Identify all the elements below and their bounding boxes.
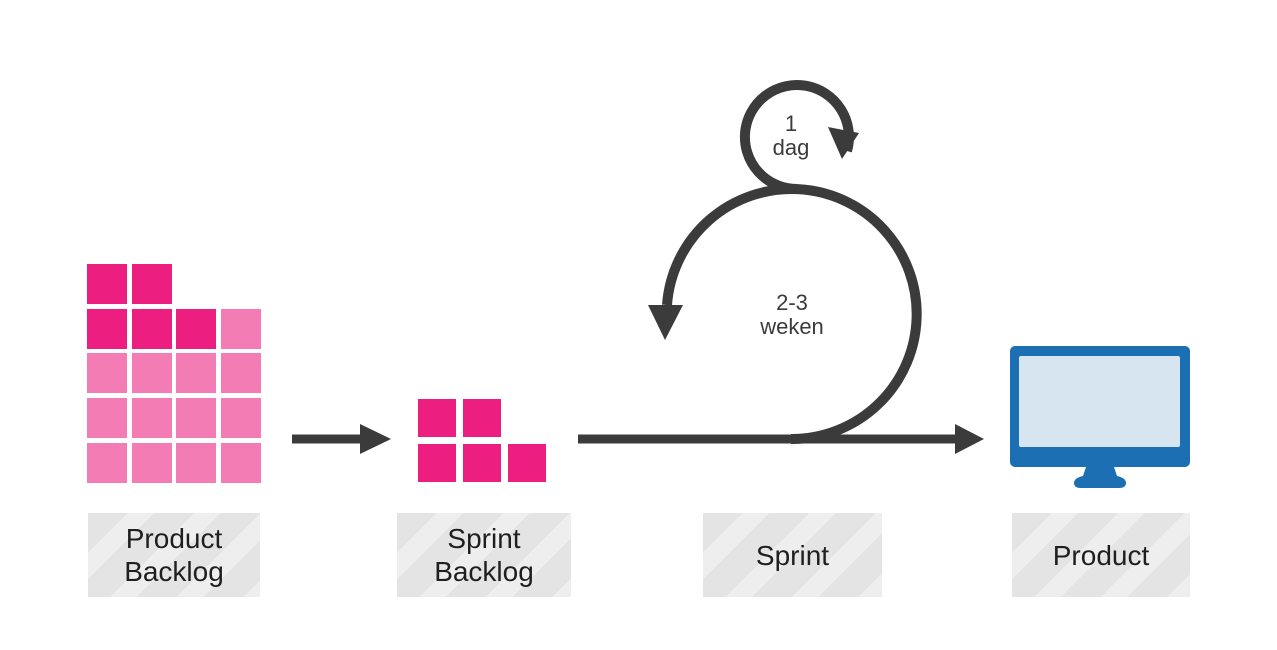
sprint-duration-label: 2-3 weken bbox=[760, 290, 824, 339]
backlog-item-square bbox=[176, 308, 217, 349]
sprint-flow-arrow-icon bbox=[578, 424, 984, 454]
backlog-item-square bbox=[87, 353, 127, 394]
flow-arrow-icon bbox=[292, 424, 391, 454]
backlog-item-square bbox=[131, 398, 172, 439]
backlog-item-square bbox=[131, 353, 172, 394]
backlog-item-square bbox=[221, 442, 262, 483]
stage-label-text: Product bbox=[1052, 539, 1150, 571]
backlog-item-square bbox=[87, 398, 127, 439]
backlog-item-square bbox=[221, 353, 262, 394]
stage-label-text: Sprint bbox=[755, 539, 830, 571]
backlog-item-square bbox=[131, 264, 172, 304]
backlog-item-square bbox=[221, 398, 262, 439]
backlog-item-square bbox=[463, 444, 501, 482]
backlog-item-square bbox=[221, 308, 262, 349]
daily-loop-icon bbox=[739, 80, 859, 194]
backlog-item-square bbox=[463, 399, 501, 437]
backlog-item-square bbox=[176, 353, 217, 394]
backlog-item-square bbox=[131, 442, 172, 483]
daily-scrum-duration-label: 1 dag bbox=[772, 111, 810, 160]
backlog-item-square bbox=[87, 264, 127, 304]
backlog-item-square bbox=[131, 308, 172, 349]
stage-label-sprint: Sprint bbox=[703, 513, 882, 597]
sprint-loop-icon bbox=[648, 184, 922, 445]
backlog-item-square bbox=[176, 398, 217, 439]
backlog-item-square bbox=[418, 444, 456, 482]
stage-label-text: Sprint Backlog bbox=[434, 523, 534, 587]
backlog-item-square bbox=[418, 399, 456, 437]
backlog-item-square bbox=[176, 442, 217, 483]
stage-label-text: Product Backlog bbox=[124, 523, 224, 587]
backlog-item-square bbox=[508, 444, 546, 482]
stage-label-product: Product bbox=[1012, 513, 1190, 597]
backlog-item-square bbox=[87, 442, 127, 483]
stage-label-product-backlog: Product Backlog bbox=[88, 513, 260, 597]
backlog-item-square bbox=[87, 308, 127, 349]
stage-label-sprint-backlog: Sprint Backlog bbox=[397, 513, 571, 597]
